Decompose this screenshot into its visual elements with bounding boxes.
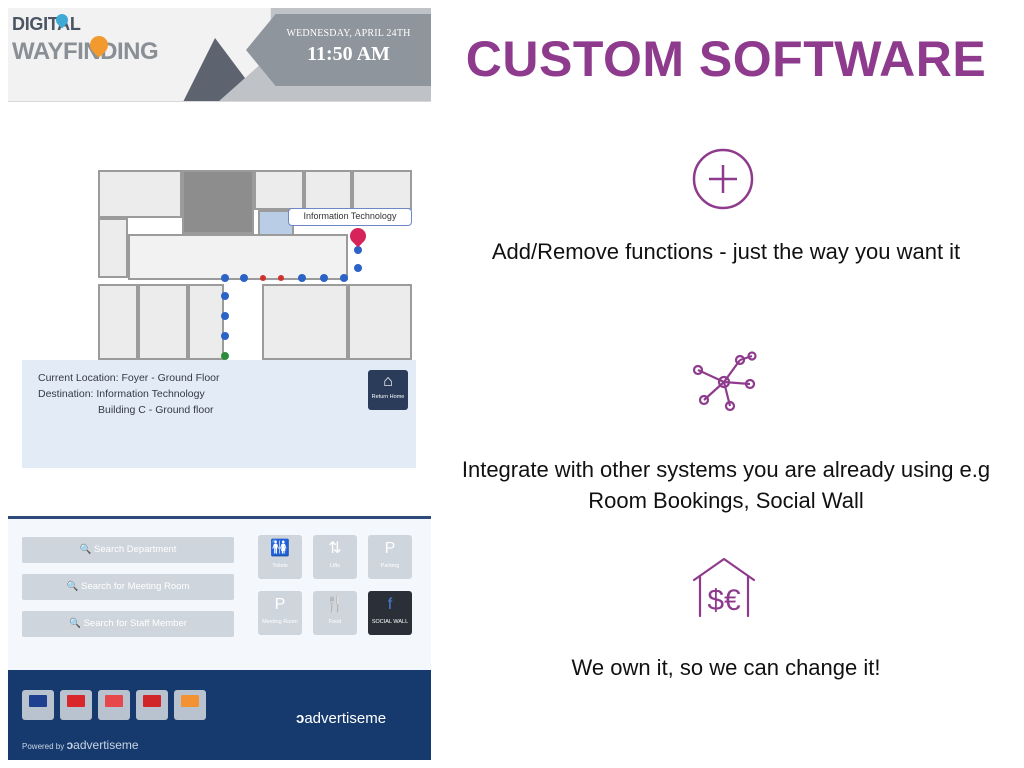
destination-pin-icon [346, 224, 370, 248]
map-room [188, 284, 224, 360]
start-marker [221, 352, 229, 360]
china-flag-icon[interactable] [136, 690, 168, 720]
map-room [138, 284, 188, 360]
feature-text-add-remove: Add/Remove functions - just the way you … [491, 239, 961, 264]
brand-mark-icon: ↄ [296, 710, 305, 727]
floor-plan-map[interactable]: Information Technology [88, 160, 418, 365]
route-point [340, 274, 348, 282]
social-wall-label: SOCIAL WALL [371, 619, 409, 625]
map-room [98, 218, 128, 278]
flag-swatch [143, 695, 161, 707]
logo-line-2: WAYFINDING [12, 38, 159, 65]
social-wall-icon: f [387, 596, 393, 613]
advertiseme-logo: ↄadvertiseme [296, 710, 386, 727]
food-icon: 🍴 [325, 596, 345, 613]
route-point [221, 312, 229, 320]
map-room [182, 170, 254, 234]
search-meeting-room-button[interactable]: 🔍 Search for Meeting Room [22, 574, 234, 600]
route-point [354, 246, 362, 254]
time-label: 11:50 AM [307, 43, 390, 65]
map-room [98, 284, 138, 360]
kiosk-footer: ↄadvertiseme Powered by ↄadvertiseme [8, 670, 431, 760]
home-icon: ⌂ [383, 373, 393, 390]
svg-text:$€: $€ [707, 584, 741, 617]
route-point [221, 274, 229, 282]
brand-mark-icon: ↄ [66, 738, 74, 752]
toilets-label: Toilets [272, 563, 288, 569]
parking-tile[interactable]: P Parking [368, 535, 412, 579]
map-room [348, 284, 412, 360]
search-meeting-room-label: Search for Meeting Room [81, 581, 190, 592]
return-home-button[interactable]: ⌂ Return Home [368, 370, 408, 410]
kiosk-header: WEDNESDAY, APRIL 24TH 11:50 AM DIGITAL W… [8, 8, 431, 102]
feature-text-ownership: We own it, so we can change it! [571, 655, 881, 680]
route-info-panel: Current Location: Foyer - Ground Floor D… [22, 360, 416, 468]
map-room [98, 170, 182, 218]
search-staff-button[interactable]: 🔍 Search for Staff Member [22, 611, 234, 637]
flag-swatch [105, 695, 123, 707]
network-icon [692, 351, 757, 412]
map-room [254, 170, 304, 210]
logo-line-1: DIGITAL [12, 14, 81, 34]
search-staff-label: Search for Staff Member [83, 618, 187, 629]
meeting-room-label: Meeting Room [262, 619, 298, 625]
route-point [278, 275, 284, 281]
page-title: CUSTOM SOFTWARE [465, 31, 987, 87]
lebanon-flag-icon[interactable] [98, 690, 130, 720]
meeting-room-tile[interactable]: P Meeting Room [258, 591, 302, 635]
brand-text: advertiseme [304, 710, 387, 727]
route-point [354, 264, 362, 272]
current-location-text: Current Location: Foyer - Ground Floor [38, 372, 220, 384]
social-wall-tile[interactable]: f SOCIAL WALL [368, 591, 412, 635]
kiosk-screen: WEDNESDAY, APRIL 24TH 11:50 AM DIGITAL W… [8, 8, 431, 760]
search-department-label: Search Department [94, 544, 177, 555]
date-time-panel: WEDNESDAY, APRIL 24TH 11:50 AM [246, 14, 431, 86]
route-point [320, 274, 328, 282]
route-point [221, 292, 229, 300]
route-point [298, 274, 306, 282]
map-room [352, 170, 412, 210]
date-label: WEDNESDAY, APRIL 24TH [286, 28, 411, 39]
destination-label: Information Technology [288, 208, 412, 226]
powered-by: Powered by ↄadvertiseme [22, 738, 139, 752]
toilets-icon: 🚻 [270, 540, 290, 557]
digital-wayfinding-logo: DIGITAL WAYFINDING [12, 11, 192, 74]
meeting-room-icon: P [274, 596, 286, 613]
flag-swatch [29, 695, 47, 707]
flag-swatch [67, 695, 85, 707]
return-home-label: Return Home [371, 394, 405, 400]
feature-text-integrate: Integrate with other systems you are alr… [461, 457, 991, 513]
route-point [221, 332, 229, 340]
building-text: Building C - Ground floor [98, 404, 214, 416]
powered-brand-text: advertiseme [73, 738, 139, 752]
map-room [304, 170, 352, 210]
parking-label: Parking [380, 563, 400, 569]
flag-swatch [181, 695, 199, 707]
parking-icon: P [384, 540, 396, 557]
toilets-tile[interactable]: 🚻 Toilets [258, 535, 302, 579]
route-point [240, 274, 248, 282]
food-tile[interactable]: 🍴 Food [313, 591, 357, 635]
destination-text: Destination: Information Technology [38, 388, 205, 400]
map-corridor [128, 234, 348, 280]
food-label: Food [328, 619, 342, 625]
map-room [262, 284, 348, 360]
house-currency-icon: $€ [692, 557, 756, 618]
vietnam-flag-icon[interactable] [60, 690, 92, 720]
lifts-tile[interactable]: ⇅ Lifts [313, 535, 357, 579]
plus-circle-icon [692, 148, 754, 210]
search-department-button[interactable]: 🔍 Search Department [22, 537, 234, 563]
powered-by-label: Powered by [22, 742, 65, 751]
route-point [260, 275, 266, 281]
australia-flag-icon[interactable] [22, 690, 54, 720]
india-flag-icon[interactable] [174, 690, 206, 720]
lift-icon: ⇅ [328, 540, 342, 557]
powered-brand: ↄadvertiseme [66, 738, 138, 752]
search-panel: 🔍 Search Department 🔍 Search for Meeting… [8, 516, 431, 670]
lifts-label: Lifts [329, 563, 341, 569]
